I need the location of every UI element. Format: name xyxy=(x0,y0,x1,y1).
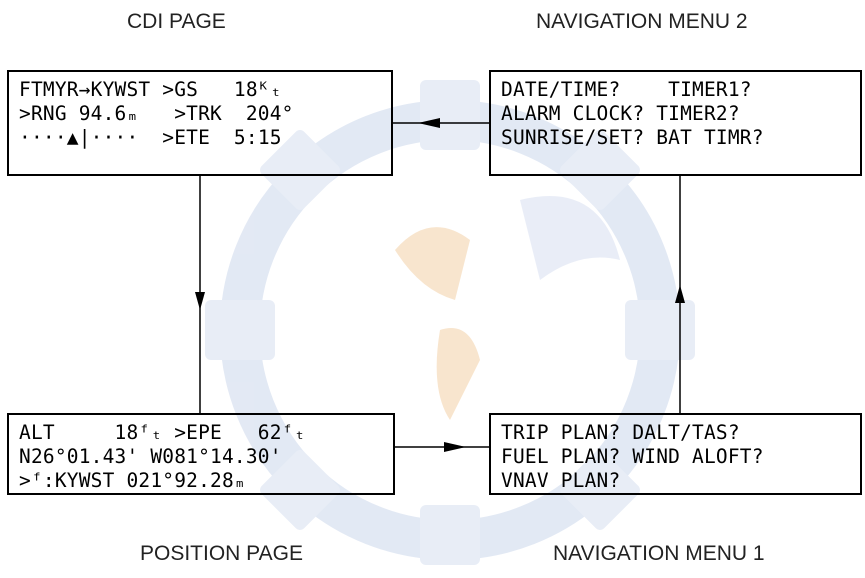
cdi-line-3: ····▲|···· >ETE 5:15 xyxy=(19,126,391,150)
cdi-course-indicator: ····▲|···· xyxy=(19,126,138,149)
cdi-line-1: FTMYR→KYWST >GS 18ᴷₜ xyxy=(19,78,391,102)
nav2-line-1: DATE/TIME? TIMER1? xyxy=(501,78,860,102)
cdi-line-2: >RNG 94.6ₘ >TRK 204° xyxy=(19,102,391,126)
position-line-3: >ᶠ:KYWST 021°92.28ₘ xyxy=(19,469,393,493)
cdi-ete: >ETE 5:15 xyxy=(162,126,281,149)
arrowhead-left xyxy=(418,118,440,128)
nav1-line-2: FUEL PLAN? WIND ALOFT? xyxy=(501,445,860,469)
navigation-menu-1-screen: TRIP PLAN? DALT/TAS? FUEL PLAN? WIND ALO… xyxy=(489,413,862,495)
position-line-1: ALT 18ᶠₜ >EPE 62ᶠₜ xyxy=(19,421,393,445)
arrowhead-down xyxy=(195,292,205,310)
navigation-menu-2-screen: DATE/TIME? TIMER1? ALARM CLOCK? TIMER2? … xyxy=(489,70,862,176)
arrowhead-right xyxy=(444,442,466,452)
nav1-line-1: TRIP PLAN? DALT/TAS? xyxy=(501,421,860,445)
nav1-line-3: VNAV PLAN? xyxy=(501,469,860,493)
nav2-line-2: ALARM CLOCK? TIMER2? xyxy=(501,102,860,126)
position-page-screen: ALT 18ᶠₜ >EPE 62ᶠₜ N26°01.43' W081°14.30… xyxy=(7,413,395,495)
arrowhead-up xyxy=(675,285,685,303)
nav2-line-3: SUNRISE/SET? BAT TIMR? xyxy=(501,126,860,150)
position-line-2: N26°01.43' W081°14.30' xyxy=(19,445,393,469)
cdi-page-screen: FTMYR→KYWST >GS 18ᴷₜ >RNG 94.6ₘ >TRK 204… xyxy=(7,70,393,176)
